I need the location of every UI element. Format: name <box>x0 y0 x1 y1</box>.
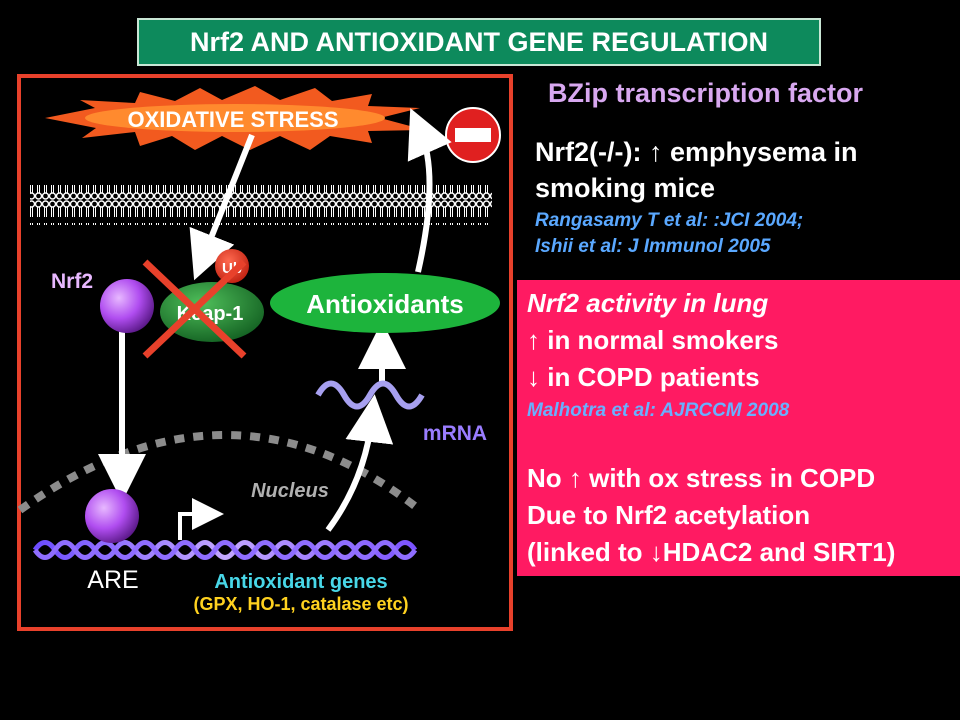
oxidative-stress-label: OXIDATIVE STRESS <box>127 107 338 132</box>
antioxidant-genes-label: Antioxidant genes <box>214 571 387 593</box>
antioxidants-ellipse <box>270 273 500 333</box>
slide-title-text: Nrf2 AND ANTIOXIDANT GENE REGULATION <box>189 26 768 57</box>
nrf2-label: Nrf2 <box>51 270 93 293</box>
gene-examples-label: (GPX, HO-1, catalase etc) <box>193 594 408 614</box>
transcription-arrow <box>325 394 394 532</box>
ubiquitin-icon <box>215 249 249 283</box>
mrna-label: mRNA <box>423 422 487 445</box>
reference-malhotra: Malhotra et al: AJRCCM 2008 <box>527 400 790 421</box>
slide-title: Nrf2 AND ANTIOXIDANT GENE REGULATION <box>137 18 821 66</box>
copd-patients-line: ↓ in COPD patients <box>527 362 760 392</box>
knockout-line-2: smoking mice <box>535 173 716 203</box>
stress-to-keap1-arrow <box>189 133 255 281</box>
mrna-wave <box>315 380 425 410</box>
bzip-heading: BZip transcription factor <box>548 78 864 108</box>
antioxidant-feedback-arrow <box>407 108 452 273</box>
are-label: ARE <box>87 566 138 594</box>
nrf2-activity-box: Nrf2 activity in lung ↑ in normal smoker… <box>517 280 960 576</box>
activity-heading: Nrf2 activity in lung <box>527 288 769 318</box>
nuclear-envelope <box>17 431 423 514</box>
reference-rangasamy: Rangasamy T et al: :JCI 2004; <box>535 210 804 231</box>
transcription-start-icon <box>178 498 224 540</box>
nrf2-sphere-nucleus <box>85 489 139 543</box>
cell-membrane <box>30 185 492 225</box>
hdac2-sirt1-line: (linked to ↓HDAC2 and SIRT1) <box>527 537 896 567</box>
degradation-cross-icon <box>142 259 247 359</box>
ox-stress-line: No ↑ with ox stress in COPD <box>527 463 876 493</box>
inhibition-minus-icon <box>445 107 501 163</box>
nrf2-sphere-cytoplasm <box>100 279 154 333</box>
acetylation-line: Due to Nrf2 acetylation <box>527 500 811 530</box>
reference-ishii: Ishii et al: J Immunol 2005 <box>535 236 771 257</box>
knockout-line-1: Nrf2(-/-): ↑ emphysema in <box>535 137 858 167</box>
antioxidants-label: Antioxidants <box>306 289 463 319</box>
burst-core <box>85 104 385 132</box>
diagram-frame <box>17 74 513 631</box>
nucleus-label: Nucleus <box>251 480 329 502</box>
normal-smokers-line: ↑ in normal smokers <box>527 325 779 355</box>
dna-helix <box>32 540 418 560</box>
